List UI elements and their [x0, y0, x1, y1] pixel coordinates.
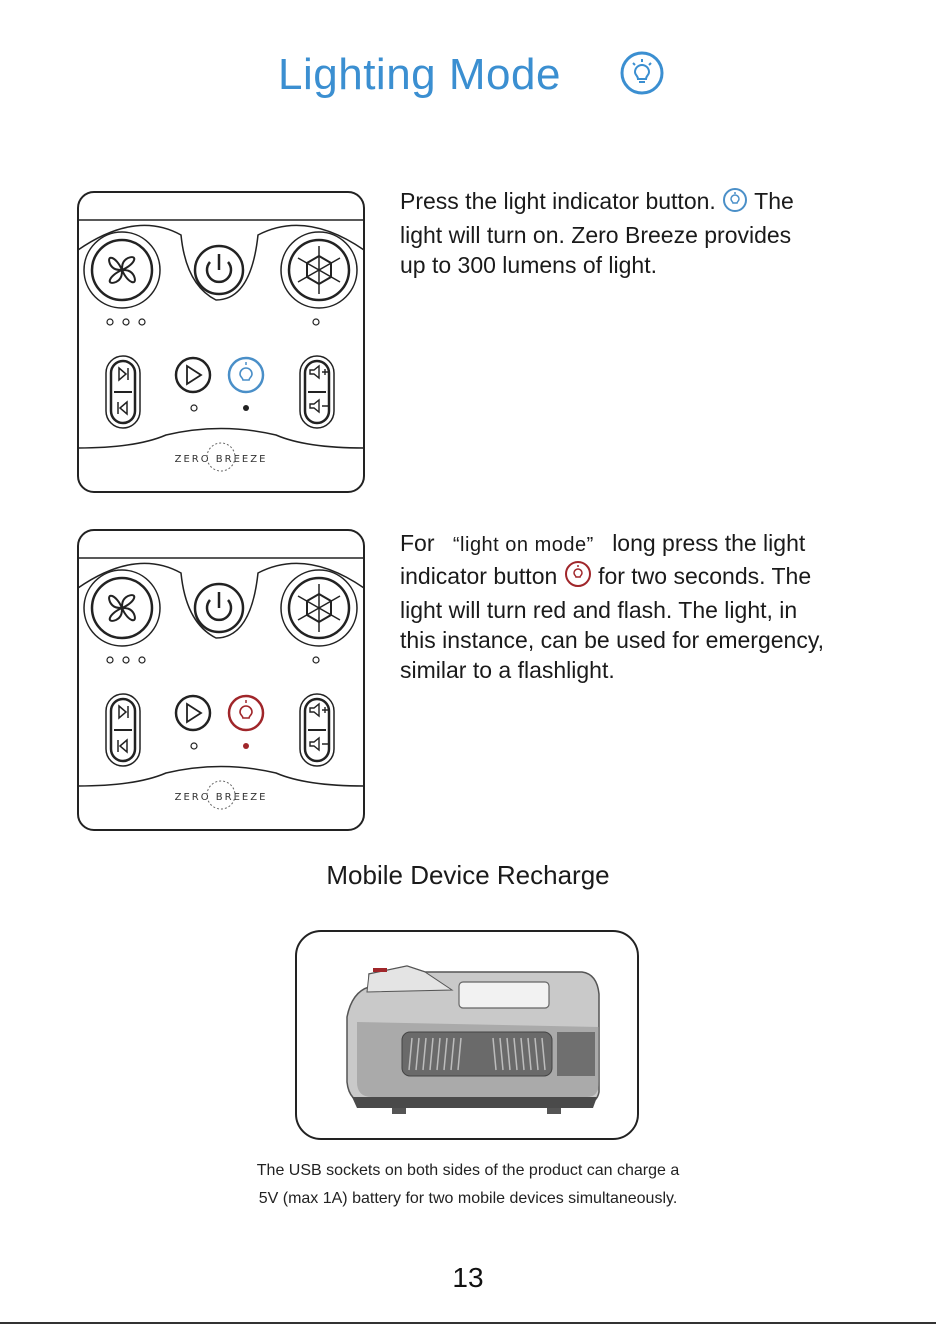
light-indicator-red-icon	[564, 560, 592, 595]
para1-line1b: The	[754, 188, 794, 214]
recharge-heading: Mobile Device Recharge	[326, 860, 610, 890]
para1-line1a: Press the light indicator button.	[400, 188, 716, 214]
para2-line2b: for two seconds. The	[598, 563, 812, 589]
recharge-caption-line2: 5V (max 1A) battery for two mobile devic…	[258, 1190, 678, 1207]
page-number: 13	[452, 1262, 484, 1293]
light-indicator-icon	[619, 50, 665, 101]
para2-mode-name: “light on mode”	[452, 534, 594, 556]
para1-line3: up to 300 lumens of light.	[400, 252, 657, 278]
recharge-caption-line1: The USB sockets on both sides of the pro…	[256, 1162, 680, 1179]
page-header: Lighting Mode	[0, 48, 936, 108]
para2-line2a: indicator button	[400, 563, 558, 589]
page-title: Lighting Mode	[278, 50, 561, 99]
para2-for: For	[400, 530, 435, 556]
light-indicator-icon	[722, 187, 748, 220]
para2-line3: light will turn red and flash. The light…	[400, 597, 798, 623]
light-on-mode-paragraph: For “light on mode” long press the light…	[400, 528, 870, 685]
svg-text:ZERO BREEZE: ZERO BREEZE	[175, 454, 268, 465]
page-bottom-rule	[0, 1322, 936, 1324]
svg-text:ZERO BREEZE: ZERO BREEZE	[175, 792, 268, 803]
para2-line4: this instance, can be used for emergency…	[400, 627, 825, 653]
device-illustration-frame	[295, 930, 639, 1140]
para1-line2: light will turn on. Zero Breeze provides	[400, 222, 792, 248]
air-conditioner-device-illustration	[346, 965, 600, 1114]
control-panel-illustration-2: ZERO BREEZE	[76, 528, 366, 832]
para2-line1b: long press the light	[612, 530, 806, 556]
para2-line5: similar to a flashlight.	[400, 657, 615, 683]
control-panel-illustration-1: ZERO BREEZE	[76, 190, 366, 494]
lighting-instructions-paragraph: Press the light indicator button. The li…	[400, 186, 870, 280]
